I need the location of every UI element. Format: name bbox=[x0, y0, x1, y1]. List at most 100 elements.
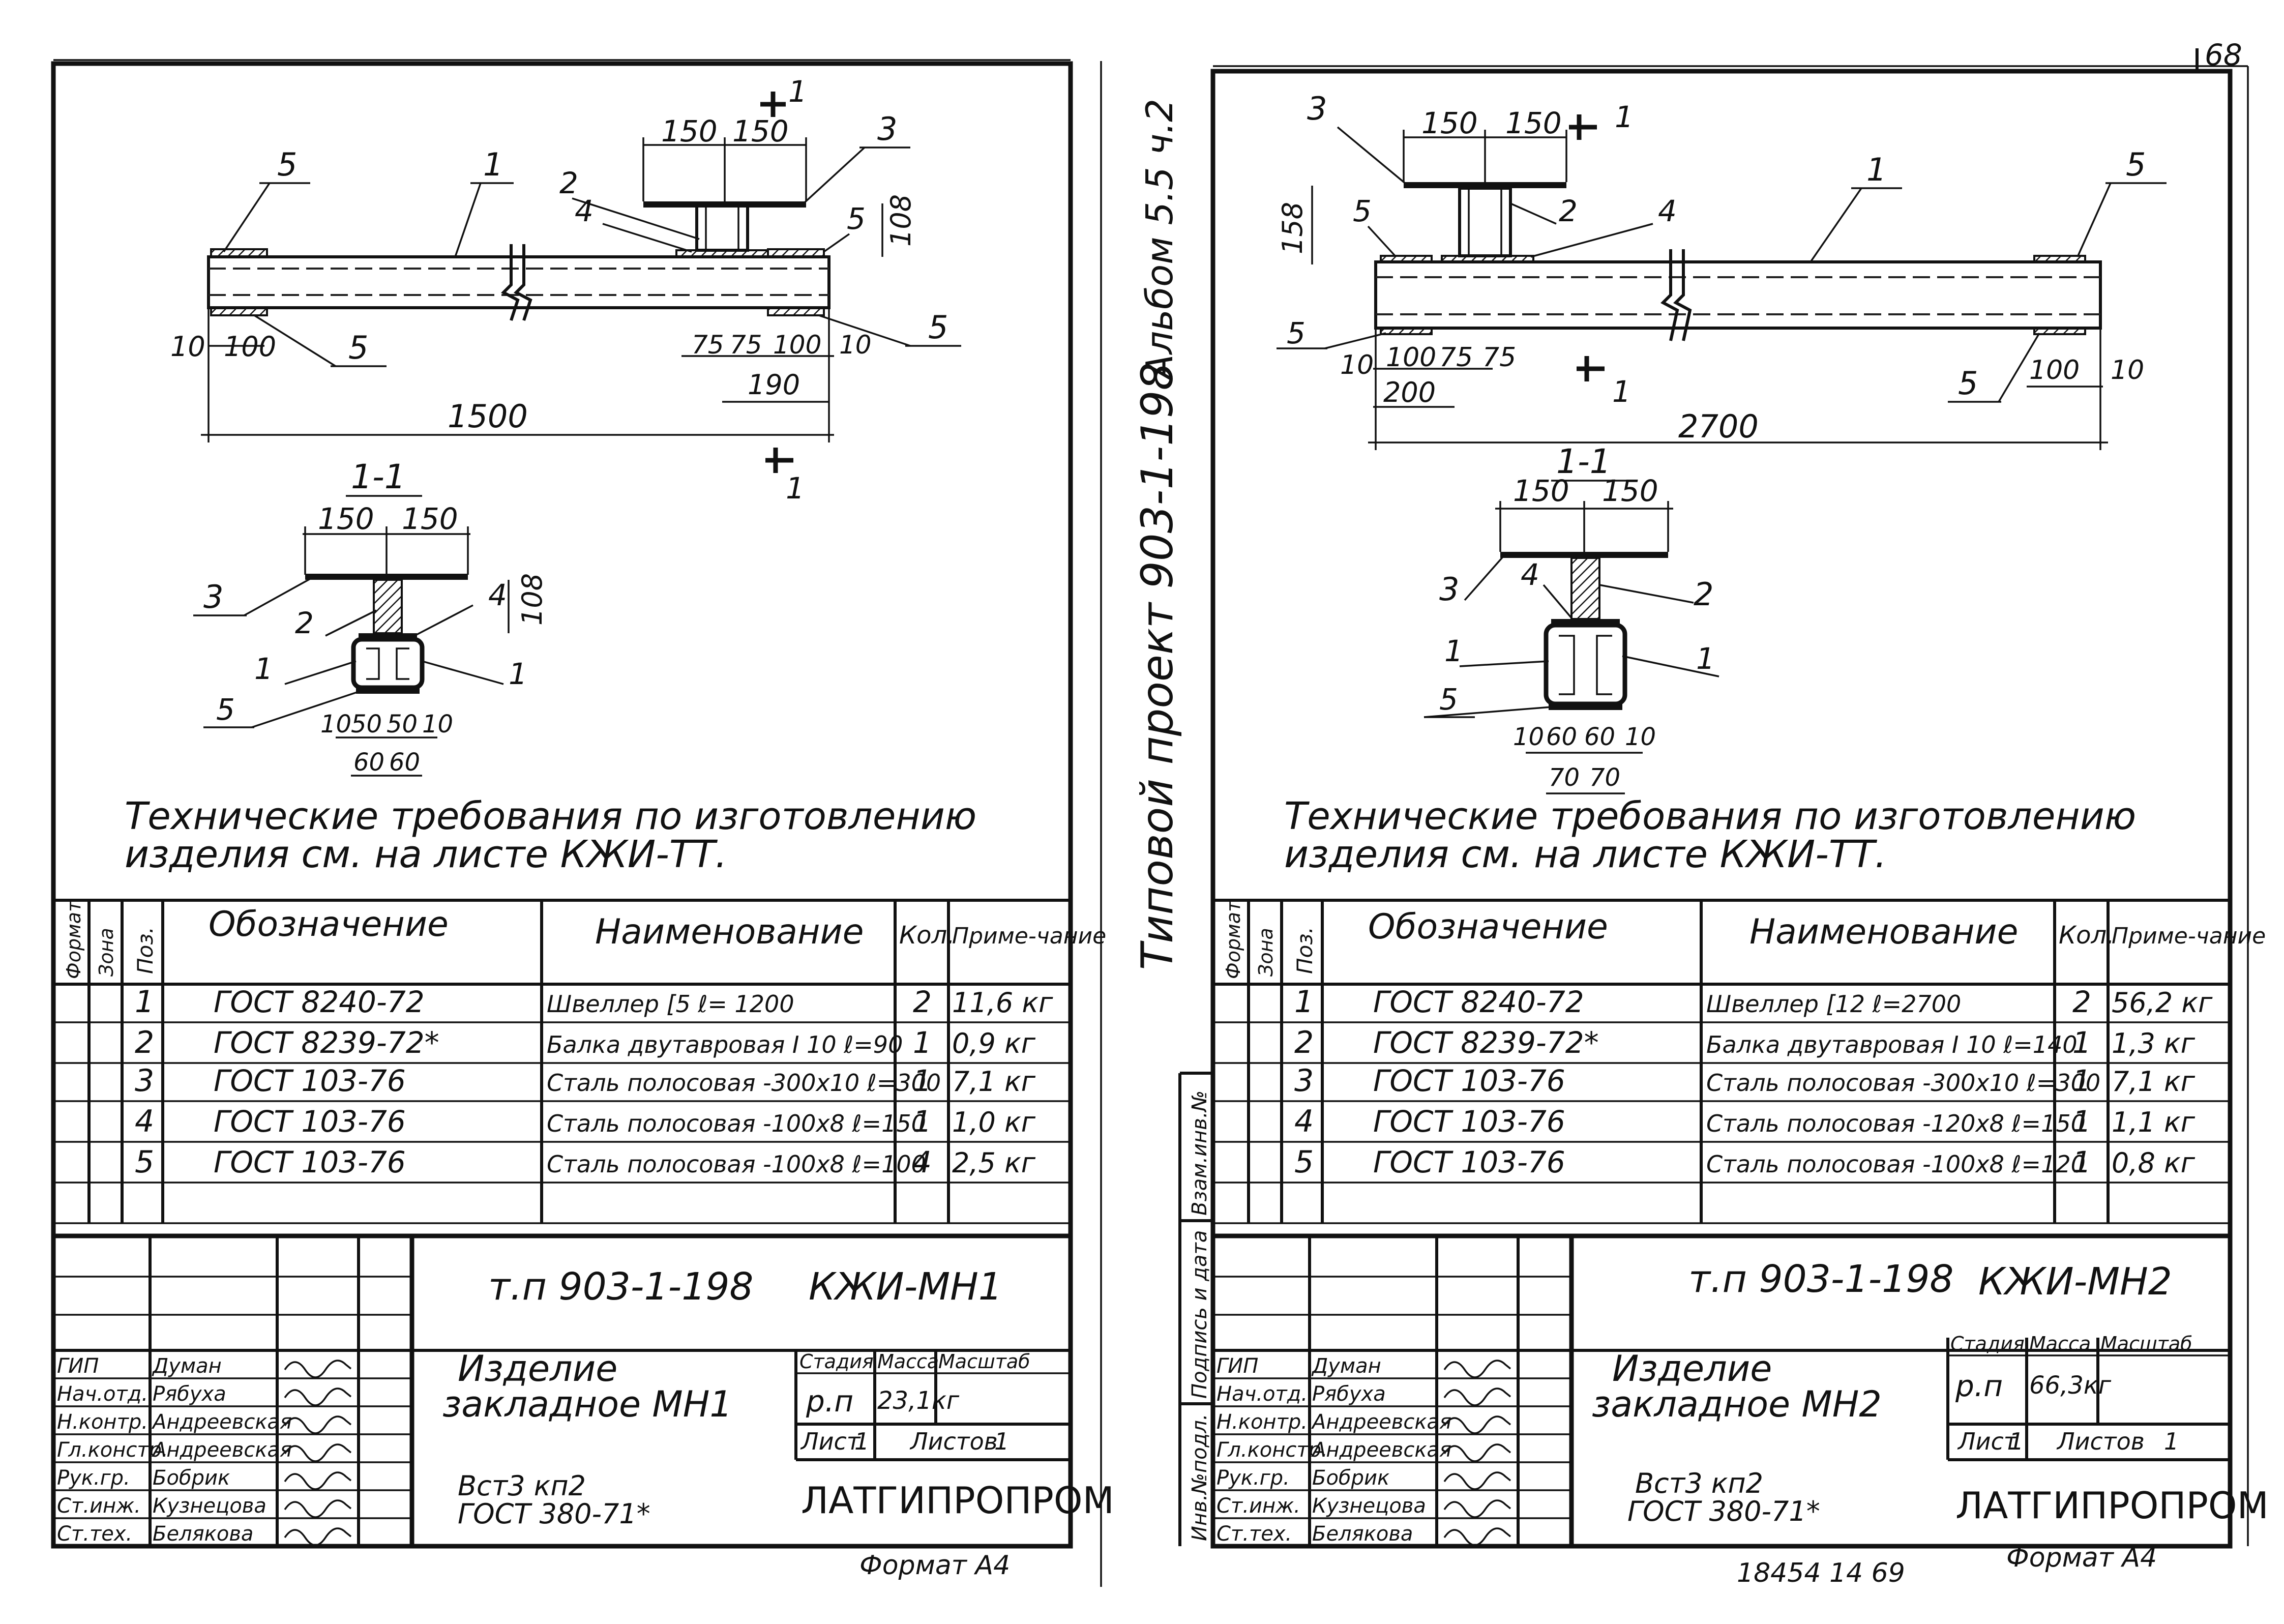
tb-person-name: Думан bbox=[1311, 1354, 1381, 1378]
album-label: Альбом 5.5 ч.2 bbox=[1138, 99, 1181, 381]
spec-pos: 4 bbox=[135, 1104, 154, 1139]
left-tb-title-2: закладное МН1 bbox=[442, 1383, 732, 1425]
left-leader-5b bbox=[823, 233, 850, 253]
spec-note: 11,6 кг bbox=[952, 987, 1053, 1019]
left-leader-5c bbox=[254, 314, 336, 367]
left-tb-sheet-no: 1 bbox=[854, 1428, 869, 1455]
right-dim-100: 100 bbox=[1386, 342, 1436, 373]
left-head-format: Формат bbox=[63, 900, 85, 979]
spec-note: 7,1 кг bbox=[2112, 1066, 2196, 1098]
spec-note: 0,9 кг bbox=[952, 1027, 1036, 1059]
spec-qty: 1 bbox=[913, 1104, 932, 1139]
right-break-mark bbox=[1660, 249, 1679, 341]
right-cut-mark-bottom bbox=[1577, 356, 1605, 381]
tb-signature bbox=[284, 1415, 352, 1434]
right-sec-plate-5 bbox=[1549, 704, 1622, 710]
left-sec-label-3: 3 bbox=[203, 578, 223, 615]
side-stamp-label-3: Взам.инв.№ bbox=[1188, 1090, 1211, 1216]
left-requirements-line-1: Технические требования по изготовлению bbox=[125, 794, 976, 838]
right-sec-leader-4 bbox=[1543, 584, 1573, 619]
tb-role: Н.контр. bbox=[1217, 1410, 1308, 1434]
left-sec-dim-w5: 60 bbox=[353, 748, 384, 777]
spec-name: Швеллер [5 ℓ= 1200 bbox=[547, 990, 794, 1018]
left-tb-title-1: Изделие bbox=[458, 1348, 617, 1390]
left-head-designation: Обозначение bbox=[209, 904, 449, 944]
left-section-title: 1-1 bbox=[351, 457, 406, 496]
spec-designation: ГОСТ 8239-72* bbox=[1373, 1025, 1599, 1060]
spec-note: 2,5 кг bbox=[952, 1147, 1036, 1179]
spec-name: Сталь полосовая -300х10 ℓ=300 bbox=[547, 1069, 941, 1097]
left-plan-view: 150 150 108 10 100 75 75 100 10 190 1500… bbox=[170, 74, 961, 506]
right-tb-stage-head: Стадия bbox=[1950, 1333, 2025, 1355]
right-tb-format: Формат А4 bbox=[2006, 1543, 2157, 1573]
right-section-view: 1-1 150 150 10 60 60 10 70 70 3 4 2 1 1 … bbox=[1423, 442, 1719, 794]
spec-pos: 5 bbox=[135, 1144, 154, 1180]
spec-name: Швеллер [12 ℓ=2700 bbox=[1706, 990, 1961, 1018]
right-leader-2 bbox=[1510, 202, 1557, 225]
left-tb-code: т.п 903-1-198 bbox=[488, 1265, 754, 1309]
right-leader-label-5c: 5 bbox=[1287, 316, 1306, 350]
left-tb-format: Формат А4 bbox=[859, 1550, 1010, 1581]
right-tb-material-2: ГОСТ 380-71* bbox=[1627, 1495, 1820, 1527]
spec-pos: 1 bbox=[1294, 984, 1314, 1020]
left-leader-4 bbox=[602, 223, 692, 253]
tb-role: ГИП bbox=[57, 1354, 99, 1378]
tb-role: Нач.отд. bbox=[57, 1382, 148, 1406]
right-plate-5-top-right bbox=[2033, 255, 2086, 263]
right-tb-stage: р.п bbox=[1955, 1369, 2003, 1403]
right-sec-dim-w5: 70 bbox=[1549, 763, 1580, 792]
archive-number: 18454 14 69 bbox=[1737, 1558, 1905, 1588]
tb-person-name: Кузнецова bbox=[1312, 1494, 1426, 1518]
tb-role: Ст.инж. bbox=[57, 1494, 141, 1518]
right-dim-158: 158 bbox=[1277, 202, 1309, 254]
right-leader-5a bbox=[1367, 225, 1397, 258]
right-sec-dim-w6: 70 bbox=[1589, 763, 1620, 792]
left-sec-dim-w6: 60 bbox=[389, 748, 420, 777]
left-dim-108: 108 bbox=[885, 194, 917, 247]
spec-note: 1,1 кг bbox=[2112, 1106, 2196, 1138]
right-head-designation: Обозначение bbox=[1368, 907, 1608, 947]
right-requirements-line-2: изделия см. на листе КЖИ-ТТ. bbox=[1284, 833, 1887, 876]
tb-signature bbox=[284, 1499, 352, 1518]
left-sec-dim-150a: 150 bbox=[318, 501, 374, 536]
right-sec-label-5: 5 bbox=[1439, 682, 1458, 717]
right-sec-channels bbox=[1544, 623, 1627, 706]
tb-signature bbox=[284, 1360, 352, 1378]
spec-designation: ГОСТ 103-76 bbox=[214, 1064, 406, 1098]
left-section-view: 1-1 150 150 108 10 50 50 10 60 60 3 2 4 … bbox=[193, 457, 548, 777]
left-leader-label-5b: 5 bbox=[847, 201, 866, 236]
left-plate-5-top-right bbox=[767, 248, 825, 258]
tb-role: Гл.констр. bbox=[57, 1438, 168, 1462]
left-tb-org: ЛАТГИПРОПРОМ bbox=[801, 1479, 1114, 1522]
left-dim-150a: 150 bbox=[661, 114, 718, 149]
right-tb-sheet-no: 1 bbox=[2009, 1428, 2024, 1455]
left-sec-dim-w1: 10 bbox=[320, 710, 351, 739]
tb-person-name: Бобрик bbox=[153, 1466, 230, 1490]
tb-signature bbox=[1443, 1527, 1511, 1546]
left-leader-label-4: 4 bbox=[575, 194, 594, 228]
left-sec-leader-3 bbox=[244, 578, 311, 616]
left-leader-label-5c: 5 bbox=[348, 329, 368, 366]
right-sec-leader-3 bbox=[1464, 556, 1504, 601]
right-leader-label-2: 2 bbox=[1559, 194, 1578, 228]
left-tb-sheet-code: КЖИ-МН1 bbox=[809, 1265, 1002, 1309]
right-dim-75a: 75 bbox=[1439, 342, 1473, 373]
right-sec-leader-1b bbox=[1622, 655, 1719, 677]
left-sec-leader-1b bbox=[422, 660, 504, 685]
right-leader-4 bbox=[1530, 223, 1653, 258]
spec-qty: 1 bbox=[2072, 1145, 2091, 1179]
right-sheet-frame bbox=[1210, 69, 2233, 1549]
right-requirements-line-1: Технические требования по изготовлению bbox=[1284, 794, 2136, 838]
tb-role: ГИП bbox=[1217, 1354, 1258, 1378]
right-dim-200: 200 bbox=[1383, 376, 1436, 408]
left-tb-sheet-head: Лист bbox=[800, 1428, 861, 1455]
left-leader-3 bbox=[803, 146, 866, 204]
right-tb-material-1: Вст3 кп2 bbox=[1635, 1467, 1763, 1499]
right-dim-r10: 10 bbox=[2111, 355, 2144, 386]
tb-role: Нач.отд. bbox=[1217, 1382, 1308, 1406]
tb-role: Гл.констр. bbox=[1217, 1438, 1328, 1462]
spec-designation: ГОСТ 103-76 bbox=[1373, 1064, 1565, 1098]
left-sec-label-2: 2 bbox=[295, 606, 314, 640]
spec-pos: 3 bbox=[1294, 1063, 1314, 1099]
